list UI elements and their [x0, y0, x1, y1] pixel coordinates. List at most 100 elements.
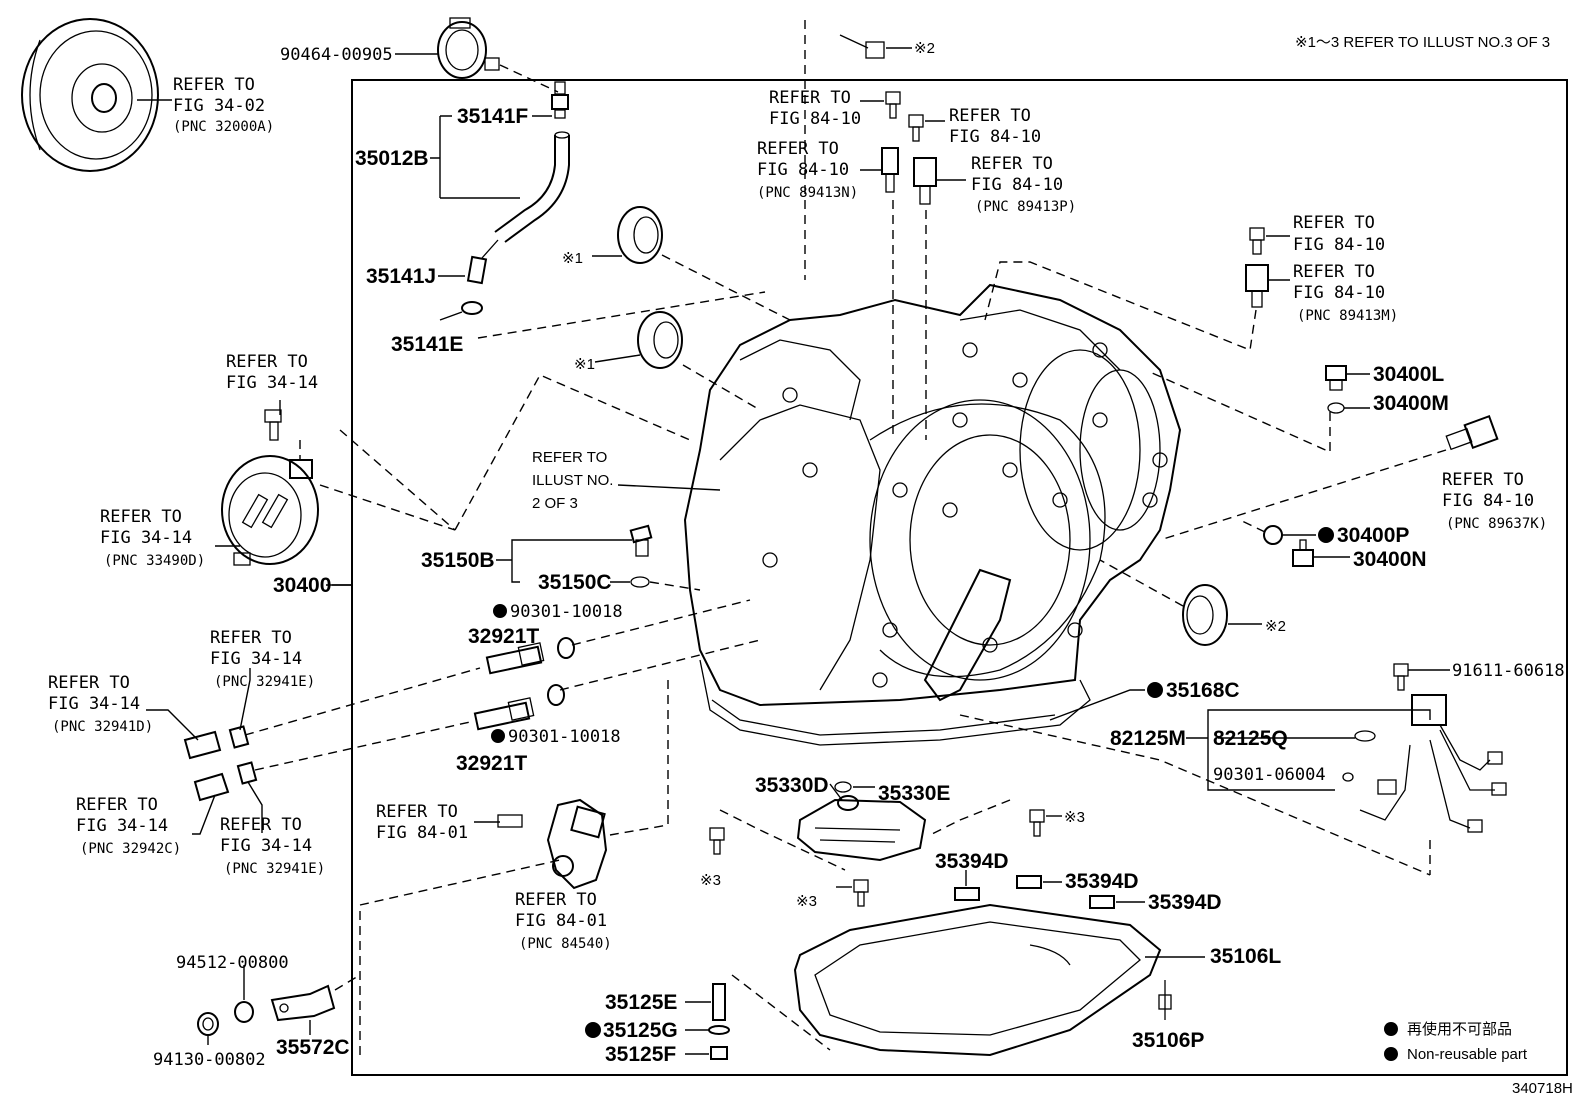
svg-text:REFER TO: REFER TO [757, 139, 839, 159]
part-number: 35394D [1148, 891, 1222, 914]
ref-label: REFER TO FIG 34-02 (PNC 32000A) [173, 75, 274, 135]
part-number: 35125E [605, 991, 677, 1014]
svg-text:REFER TO: REFER TO [76, 795, 158, 815]
drain-plug-parts-drawing [708, 983, 730, 1060]
svg-text:REFER TO: REFER TO [100, 507, 182, 527]
ref-label: REFER TO FIG 84-10 [949, 106, 1041, 147]
ref-label: REFER TO FIG 34-14 (PNC 33490D) [100, 507, 205, 569]
part-number: 90301-10018 [510, 602, 623, 622]
ref-label: REFER TO FIG 34-14 (PNC 32941E) [220, 815, 325, 877]
ref-label: REFER TO FIG 84-01 (PNC 84540) [515, 890, 612, 952]
svg-text:FIG 84-10: FIG 84-10 [769, 109, 861, 129]
svg-text:REFER TO: REFER TO [1442, 470, 1524, 490]
illust-reference-mark: ※3 [1064, 809, 1085, 826]
part-number: 30400N [1353, 548, 1427, 571]
svg-text:2 OF 3: 2 OF 3 [532, 495, 578, 512]
part-number: 30400 [273, 574, 331, 597]
svg-text:FIG 84-10: FIG 84-10 [1442, 491, 1534, 511]
breather-hose-drawing [461, 81, 570, 315]
svg-text:(PNC 32941E): (PNC 32941E) [214, 674, 315, 690]
svg-text:REFER TO: REFER TO [769, 88, 851, 108]
svg-text:(PNC 32942C): (PNC 32942C) [80, 841, 181, 857]
svg-text:FIG 84-01: FIG 84-01 [376, 823, 468, 843]
non-reusable-marker [1147, 682, 1163, 698]
svg-text:REFER TO: REFER TO [515, 890, 597, 910]
svg-text:(PNC 33490D): (PNC 33490D) [104, 553, 205, 569]
part-number: 35125F [605, 1043, 676, 1066]
ref-label: REFER TO FIG 84-10 (PNC 89413M) [1293, 262, 1398, 324]
drain-plugs-drawing [1263, 365, 1499, 567]
svg-text:REFER TO: REFER TO [210, 628, 292, 648]
svg-text:(PNC 32000A): (PNC 32000A) [173, 119, 274, 135]
speed-sensor-drawing [1245, 227, 1269, 308]
svg-text:REFER TO: REFER TO [532, 449, 607, 466]
svg-text:REFER TO: REFER TO [48, 673, 130, 693]
oil-seal-drawing [617, 206, 1228, 646]
svg-text:(PNC 89413N): (PNC 89413N) [757, 185, 858, 201]
ref-label: REFER TO ILLUST NO. 2 OF 3 [532, 449, 613, 512]
part-number: 35330D [755, 774, 829, 797]
svg-text:FIG 34-14: FIG 34-14 [100, 528, 192, 548]
part-number: 94512-00800 [176, 953, 289, 973]
svg-text:REFER TO: REFER TO [949, 106, 1031, 126]
assembly-frame [351, 79, 1568, 1076]
svg-text:(PNC 84540): (PNC 84540) [519, 936, 612, 952]
legend-jp: 再使用不可部品 [1407, 1021, 1512, 1038]
svg-text:FIG 34-14: FIG 34-14 [220, 836, 312, 856]
sensor-bolts-drawing [839, 34, 937, 205]
ref-label: REFER TO FIG 34-14 [226, 352, 318, 393]
svg-text:FIG 84-10: FIG 84-10 [949, 127, 1041, 147]
svg-text:FIG 34-14: FIG 34-14 [210, 649, 302, 669]
illust-reference-mark: ※3 [796, 893, 817, 910]
clamp-drawing [437, 17, 500, 79]
neutral-switch-drawing [497, 798, 608, 890]
part-number: 35150B [421, 549, 495, 572]
part-number: 35572C [276, 1036, 350, 1059]
svg-text:FIG 84-10: FIG 84-10 [1293, 283, 1385, 303]
ref-label: REFER TO FIG 84-01 [376, 802, 468, 843]
ref-label: REFER TO FIG 84-10 (PNC 89413N) [757, 139, 858, 201]
illust-reference-mark: ※3 [700, 872, 721, 889]
ref-label: REFER TO FIG 84-10 (PNC 89413P) [971, 154, 1076, 215]
ref-label: REFER TO FIG 84-10 [1293, 213, 1385, 255]
part-number: 35141J [366, 265, 436, 288]
non-reusable-marker [1384, 1022, 1398, 1036]
part-number: 35141E [391, 333, 463, 356]
svg-text:(PNC 89637K): (PNC 89637K) [1446, 516, 1547, 532]
part-number: 82125M [1110, 727, 1186, 750]
illust-reference-mark: ※1 [574, 356, 595, 373]
part-number: 94130-00802 [153, 1050, 266, 1070]
part-number: 35394D [1065, 870, 1139, 893]
non-reusable-marker [491, 729, 505, 743]
part-number: 30400L [1373, 363, 1444, 386]
non-reusable-marker [1318, 527, 1334, 543]
svg-text:FIG 34-14: FIG 34-14 [48, 694, 140, 714]
svg-text:ILLUST NO.: ILLUST NO. [532, 472, 613, 489]
ref-label: REFER TO FIG 34-14 (PNC 32941E) [210, 628, 315, 690]
part-number: 35141F [457, 105, 528, 128]
part-number: 30400P [1337, 524, 1409, 547]
control-bracket-drawing [197, 984, 336, 1036]
svg-text:REFER TO: REFER TO [1293, 213, 1375, 233]
illust-reference-mark: ※2 [914, 40, 935, 57]
part-number: 35106L [1210, 945, 1281, 968]
breather-plug-drawing [629, 524, 653, 588]
svg-text:FIG 34-02: FIG 34-02 [173, 96, 265, 116]
svg-text:FIG 84-01: FIG 84-01 [515, 911, 607, 931]
torque-converter-drawing [21, 18, 159, 172]
svg-text:REFER TO: REFER TO [971, 154, 1053, 174]
pan-magnets-drawing [954, 875, 1115, 909]
svg-text:FIG 84-10: FIG 84-10 [1293, 235, 1385, 255]
svg-text:REFER TO: REFER TO [376, 802, 458, 822]
non-reusable-marker [585, 1022, 601, 1038]
svg-text:REFER TO: REFER TO [220, 815, 302, 835]
illust-reference-mark: ※2 [1265, 618, 1286, 635]
part-number: 35330E [878, 782, 950, 805]
oil-strainer-drawing [796, 781, 927, 862]
legend-en: Non-reusable part [1407, 1046, 1528, 1063]
part-number: 30400M [1373, 392, 1449, 415]
part-number: 32921T [456, 752, 527, 775]
part-number: 35168C [1166, 679, 1240, 702]
part-number: 35125G [603, 1019, 678, 1042]
ref-label: REFER TO FIG 34-14 (PNC 32942C) [76, 795, 181, 857]
